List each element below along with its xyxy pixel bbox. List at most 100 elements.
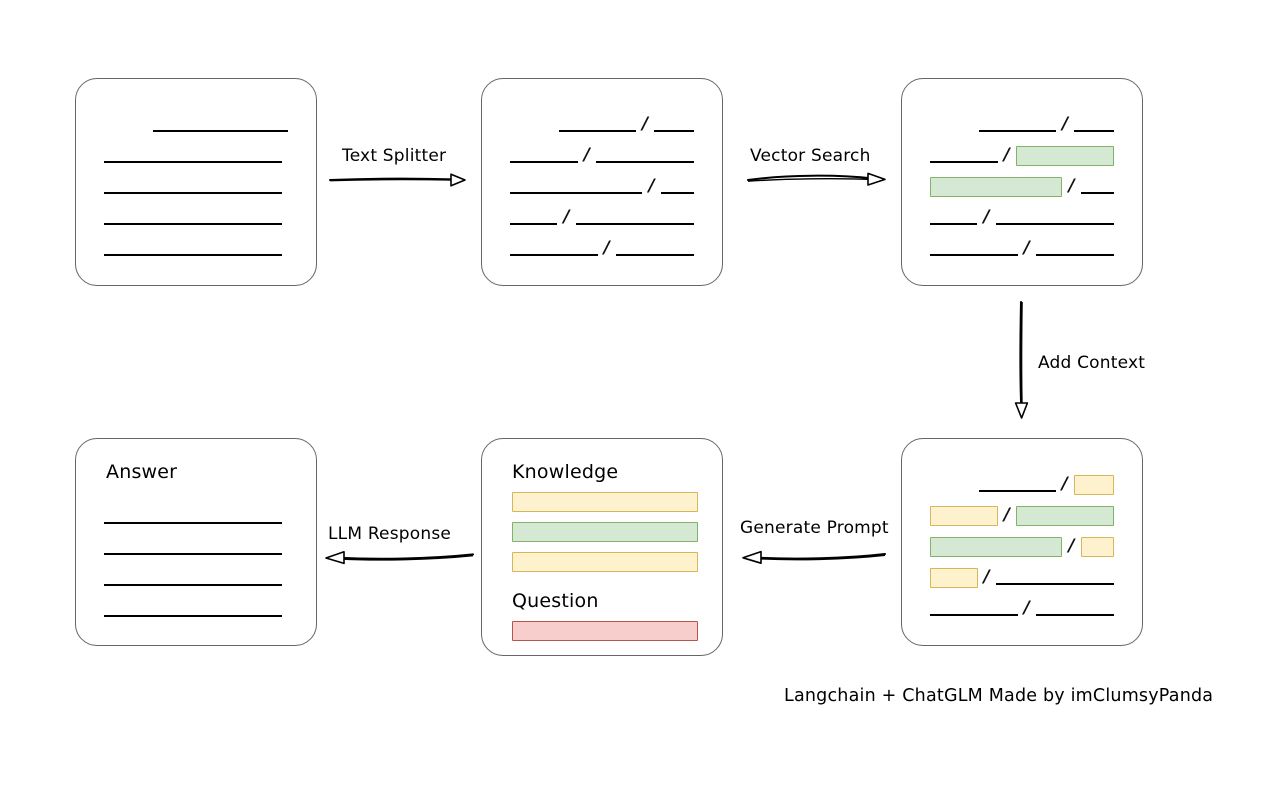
- document-line: /: [482, 177, 722, 195]
- card-answer[interactable]: Answer: [75, 438, 317, 646]
- text-line-segment: [654, 130, 694, 132]
- highlight-chip-green: [930, 537, 1063, 557]
- prompt-bar-yellow: [512, 492, 698, 512]
- text-line-segment: [104, 192, 282, 194]
- separator-slash: /: [603, 238, 610, 258]
- card-matched-chunks[interactable]: / / / / /: [901, 78, 1143, 286]
- text-line-segment: [104, 254, 282, 256]
- text-line-segment: [979, 130, 1056, 132]
- document-line: /: [482, 146, 722, 164]
- document-line: /: [902, 599, 1142, 617]
- card-source-document[interactable]: [75, 78, 317, 286]
- document-line: /: [902, 474, 1142, 495]
- text-line-segment: [615, 254, 694, 256]
- text-line-segment: [930, 223, 978, 225]
- context-chunks-rows: / / / / /: [902, 439, 1142, 645]
- text-line-segment: [575, 223, 694, 225]
- separator-slash: /: [1068, 536, 1075, 556]
- prompt-section-heading: Knowledge: [512, 461, 619, 483]
- document-line: /: [902, 145, 1142, 166]
- arrow-label-llm-response: LLM Response: [328, 524, 452, 544]
- text-line-segment: [104, 584, 282, 586]
- text-line-segment: [104, 615, 282, 617]
- arrow-label-generate-prompt: Generate Prompt: [740, 518, 889, 538]
- document-line: /: [902, 208, 1142, 226]
- highlight-chip-green: [1015, 146, 1114, 166]
- text-splitter-arrow-icon: [329, 173, 466, 187]
- text-line-segment: [660, 192, 694, 194]
- separator-slash: /: [983, 207, 990, 227]
- highlight-chip-yellow: [930, 506, 998, 526]
- text-line-segment: [152, 130, 288, 132]
- llm-response-arrow-icon: [325, 551, 474, 565]
- text-line-segment: [104, 553, 282, 555]
- separator-slash: /: [583, 145, 590, 165]
- source-document-rows: [76, 79, 316, 285]
- document-line: [76, 507, 316, 525]
- text-line-segment: [559, 130, 636, 132]
- generate-prompt-arrow-icon: [742, 550, 886, 564]
- text-line-segment: [595, 161, 694, 163]
- document-line: /: [902, 568, 1142, 588]
- text-line-segment: [930, 614, 1018, 616]
- document-line: [76, 538, 316, 556]
- highlight-chip-yellow: [1073, 475, 1114, 495]
- text-line-segment: [1035, 254, 1114, 256]
- text-line-segment: [104, 223, 282, 225]
- text-line-segment: [104, 161, 282, 163]
- separator-slash: /: [1061, 474, 1068, 494]
- document-line: /: [482, 239, 722, 257]
- text-line-segment: [510, 192, 643, 194]
- document-line: [76, 208, 316, 226]
- vector-search-arrow-icon: [747, 172, 886, 186]
- document-line: [76, 239, 316, 257]
- separator-slash: /: [563, 207, 570, 227]
- card-context-chunks[interactable]: / / / / /: [901, 438, 1143, 646]
- document-line: [76, 600, 316, 618]
- split-chunks-rows: / / / / /: [482, 79, 722, 285]
- card-split-chunks[interactable]: / / / / /: [481, 78, 723, 286]
- text-line-segment: [1035, 614, 1114, 616]
- text-line-segment: [995, 583, 1114, 585]
- answer-heading: Answer: [106, 461, 178, 483]
- separator-slash: /: [1061, 114, 1069, 134]
- text-line-segment: [510, 223, 558, 225]
- arrow-llm-response: [323, 548, 474, 566]
- document-line: [76, 177, 316, 195]
- highlight-chip-green: [930, 177, 1063, 197]
- text-line-segment: [510, 254, 598, 256]
- document-line: /: [482, 208, 722, 226]
- document-line: /: [902, 536, 1142, 557]
- answer-rows: [76, 439, 316, 645]
- text-line-segment: [979, 490, 1056, 492]
- line-indent: [930, 132, 979, 133]
- line-indent: [930, 492, 979, 493]
- line-indent: [510, 132, 559, 133]
- diagram-caption: Langchain + ChatGLM Made by imClumsyPand…: [784, 686, 1214, 706]
- arrow-generate-prompt: [740, 548, 886, 566]
- text-line-segment: [104, 522, 282, 524]
- document-line: [76, 569, 316, 587]
- line-indent: [104, 132, 153, 133]
- highlight-chip-green: [1016, 506, 1114, 526]
- arrow-label-text-splitter: Text Splitter: [342, 146, 447, 166]
- text-line-segment: [1080, 192, 1114, 194]
- prompt-section-heading: Question: [512, 590, 599, 612]
- add-context-arrow-icon: [1014, 301, 1029, 419]
- separator-slash: /: [1003, 145, 1010, 165]
- highlight-chip-yellow: [1080, 537, 1114, 557]
- separator-slash: /: [648, 176, 655, 196]
- separator-slash: /: [641, 114, 649, 134]
- document-line: /: [902, 177, 1142, 197]
- text-line-segment: [995, 223, 1114, 225]
- arrow-vector-search: [747, 170, 888, 188]
- arrow-label-add-context: Add Context: [1038, 353, 1146, 373]
- text-line-segment: [1074, 130, 1114, 132]
- text-line-segment: [930, 161, 998, 163]
- arrow-label-vector-search: Vector Search: [750, 146, 871, 166]
- arrow-text-splitter: [329, 172, 470, 188]
- document-line: /: [902, 239, 1142, 257]
- separator-slash: /: [1003, 505, 1010, 525]
